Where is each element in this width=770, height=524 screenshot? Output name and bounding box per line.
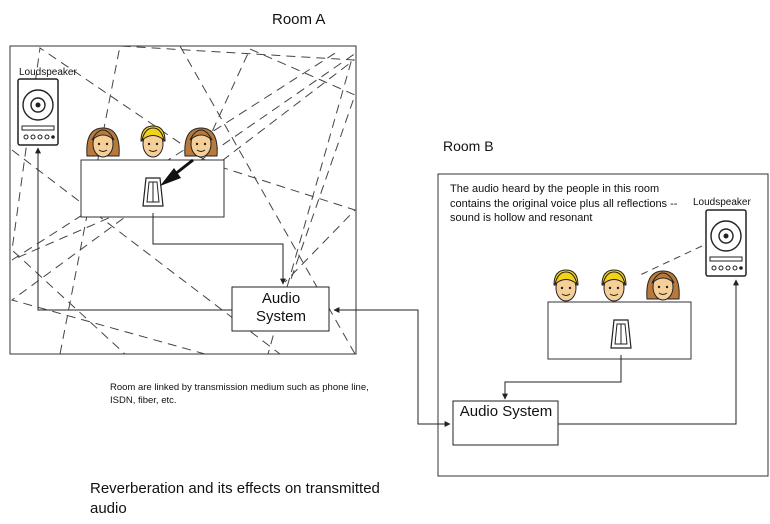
- person-icon: [646, 270, 680, 301]
- audio-system-a-label: Audio System: [255, 290, 306, 325]
- loudspeaker-icon: [705, 209, 747, 277]
- audio-system-b-box: [452, 400, 559, 446]
- mic-line-a: [152, 213, 286, 285]
- transmission-note: Room are linked by transmission medium s…: [110, 382, 369, 406]
- person-icon: [553, 269, 579, 302]
- person-icon: [601, 269, 627, 302]
- reflection-paths: [10, 45, 356, 355]
- speaker-line-a: [35, 147, 232, 311]
- person-icon: [86, 127, 120, 158]
- audio-system-b-label: Audio System: [459, 403, 553, 420]
- loudspeaker-a-label: Loudspeaker: [19, 67, 77, 78]
- speaker-b-sound: [639, 245, 703, 276]
- diagram-caption: Reverberation and its effects on transmi…: [90, 480, 380, 517]
- speaker-line-b: [558, 279, 739, 425]
- room-a-title: Room A: [272, 11, 326, 28]
- loudspeaker-b-label: Loudspeaker: [693, 197, 751, 208]
- person-icon: [184, 127, 218, 158]
- microphone-icon: [142, 177, 164, 207]
- audio-system-a-box: [231, 286, 330, 332]
- transmission-link: [333, 307, 451, 427]
- person-icon: [140, 125, 166, 158]
- room-a-box: [9, 45, 357, 355]
- room-b-description: The audio heard by the people in this ro…: [450, 183, 678, 224]
- room-b-title: Room B: [443, 138, 494, 154]
- microphone-icon: [610, 319, 632, 349]
- mic-line-b: [502, 355, 622, 400]
- loudspeaker-icon: [17, 78, 59, 146]
